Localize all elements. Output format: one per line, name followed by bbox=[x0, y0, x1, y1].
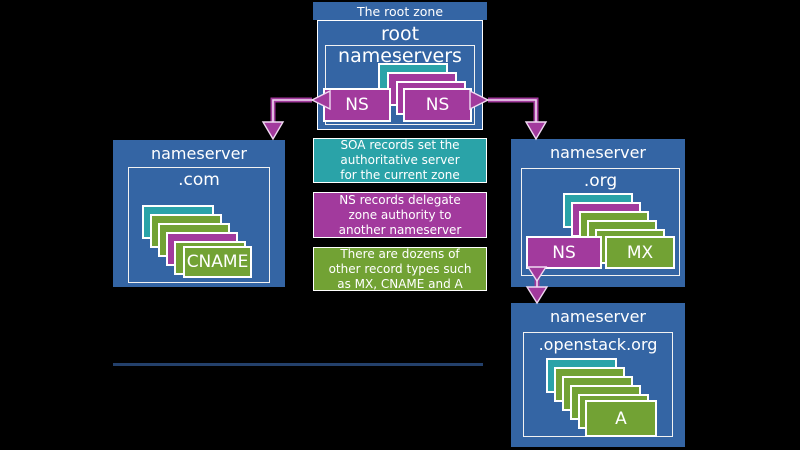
arrow-down-icon bbox=[261, 121, 285, 141]
zone-com-box: .com bbox=[128, 167, 270, 283]
legend-ns-text: NS records delegate zone authority to an… bbox=[338, 192, 462, 237]
zone-com-label: .com bbox=[178, 170, 220, 190]
nameserver-com-title: nameserver bbox=[150, 144, 248, 163]
legend-soa-text: SOA records set the authoritative server… bbox=[340, 138, 460, 182]
zone-org-box: .org bbox=[521, 168, 680, 276]
arrow-down-icon bbox=[524, 121, 548, 141]
legend-other-records-text: There are dozens of other record types s… bbox=[328, 246, 472, 291]
root-zone-tag-label: The root zone bbox=[356, 3, 444, 19]
org-mx-record-box: MX bbox=[605, 236, 675, 269]
org-mx-record-label: MX bbox=[626, 242, 654, 263]
root-ns-record-box-left: NS bbox=[323, 88, 391, 122]
root-zone-tag: The root zone bbox=[313, 2, 487, 20]
legend-soa-box: SOA records set the authoritative server… bbox=[313, 138, 487, 183]
root-ns-right-label: NS bbox=[425, 95, 450, 115]
nameserver-org-title: nameserver bbox=[549, 143, 647, 162]
org-ns-record-box: NS bbox=[526, 236, 602, 269]
a-record-label: A bbox=[615, 408, 627, 429]
root-zone-inner-box: . bbox=[325, 44, 475, 125]
arrow-down-icon bbox=[525, 286, 549, 305]
root-zone-dot-label: . bbox=[397, 44, 403, 60]
a-record-box: A bbox=[585, 400, 657, 437]
org-ns-record-label: NS bbox=[552, 242, 576, 263]
root-ns-record-box-right: NS bbox=[403, 88, 472, 122]
root-nameservers-title: root nameservers bbox=[338, 23, 462, 67]
legend-other-records-box: There are dozens of other record types s… bbox=[313, 247, 487, 291]
divider-line bbox=[113, 363, 483, 366]
legend-ns-box: NS records delegate zone authority to an… bbox=[313, 192, 487, 238]
cname-record-box: CNAME bbox=[183, 246, 252, 278]
root-ns-left-label: NS bbox=[345, 95, 369, 115]
zone-openstack-label: .openstack.org bbox=[538, 335, 658, 354]
nameserver-openstack-title: nameserver bbox=[549, 307, 647, 326]
cname-record-label: CNAME bbox=[186, 252, 249, 272]
zone-org-label: .org bbox=[583, 171, 618, 191]
